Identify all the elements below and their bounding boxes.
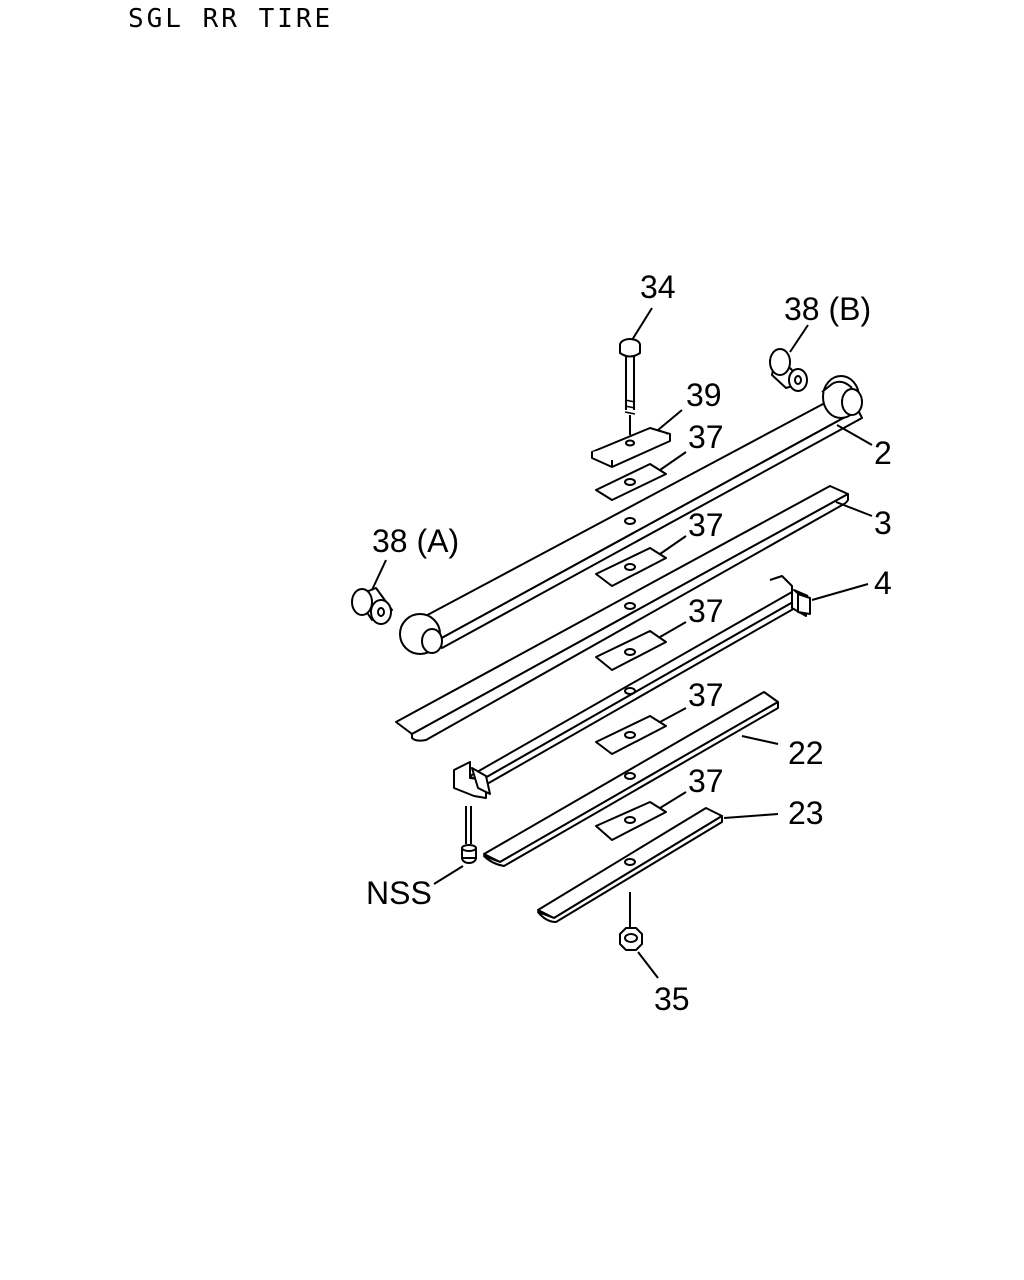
- bushing-a: [351, 587, 393, 625]
- callout-plate: 39: [686, 377, 722, 413]
- callout-second-leaf: 3: [874, 505, 892, 541]
- callout-bushing-a: 38 (A): [372, 523, 459, 559]
- spring-pad-1: [595, 463, 667, 501]
- bushing-b: [769, 348, 808, 392]
- callout-fifth-leaf: 23: [788, 795, 824, 831]
- second-leaf: [395, 485, 849, 742]
- spring-pad-4: [595, 715, 667, 755]
- callout-nut: 35: [654, 981, 690, 1017]
- callout-pad-3: 37: [688, 593, 724, 629]
- spring-pad-3: [595, 630, 667, 671]
- spring-plate: [591, 427, 671, 468]
- fifth-leaf: [537, 807, 723, 923]
- callout-pad-2: 37: [688, 507, 724, 543]
- third-leaf-with-clips: [453, 575, 811, 799]
- callout-pad-4: 37: [688, 677, 724, 713]
- callout-leaf-clip: 4: [874, 565, 892, 601]
- callout-fourth-leaf: 22: [788, 735, 824, 771]
- center-nut: [619, 892, 643, 951]
- callout-pad-1: 37: [688, 419, 724, 455]
- callout-clip-bolt: NSS: [366, 875, 432, 911]
- center-bolt: [619, 338, 641, 435]
- callout-pad-5: 37: [688, 763, 724, 799]
- spring-pad-5: [595, 801, 667, 841]
- spring-pad-2: [595, 547, 667, 587]
- callout-main-leaf: 2: [874, 435, 892, 471]
- clip-bolt: [461, 806, 477, 864]
- callout-bushing-b: 38 (B): [784, 291, 871, 327]
- callout-bolt: 34: [640, 269, 676, 305]
- fourth-leaf: [483, 691, 779, 867]
- page-title: SGL RR TIRE: [128, 4, 334, 34]
- main-leaf: [399, 375, 863, 655]
